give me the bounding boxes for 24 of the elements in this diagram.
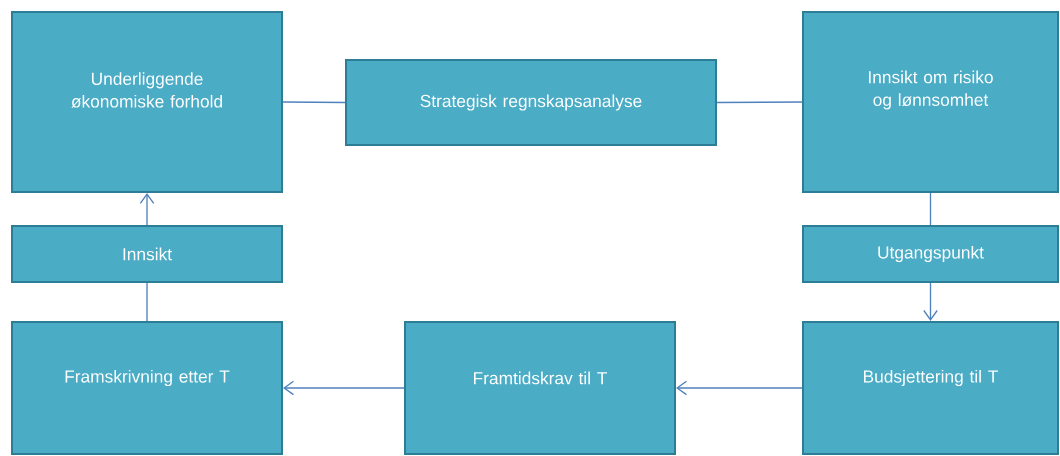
box-label: Framskrivning etter T (65, 369, 230, 387)
connector (283, 380, 405, 396)
connector (139, 193, 155, 226)
box-label: Budsjettering til T (864, 369, 998, 387)
connector (146, 282, 148, 322)
box-label: Innsikt (123, 247, 172, 261)
process-box (11, 11, 283, 193)
process-box (404, 321, 676, 455)
process-box (11, 225, 283, 283)
box-label: Strategisk regnskapsanalyse (420, 94, 642, 111)
box-label: Underliggende økonomiske forhold (71, 72, 222, 108)
connector (929, 192, 932, 226)
process-box (802, 11, 1059, 193)
connector (923, 282, 938, 321)
connector (282, 101, 346, 104)
box-label: Utgangspunkt (878, 245, 984, 263)
box-label: Innsikt om risiko og lønnsomhet (869, 70, 993, 110)
process-box (11, 321, 283, 455)
process-box (802, 321, 1059, 455)
connector (716, 101, 803, 104)
process-box (802, 225, 1059, 283)
box-label: Framtidskrav til T (474, 371, 607, 385)
connector (676, 380, 803, 396)
process-box (345, 59, 717, 146)
